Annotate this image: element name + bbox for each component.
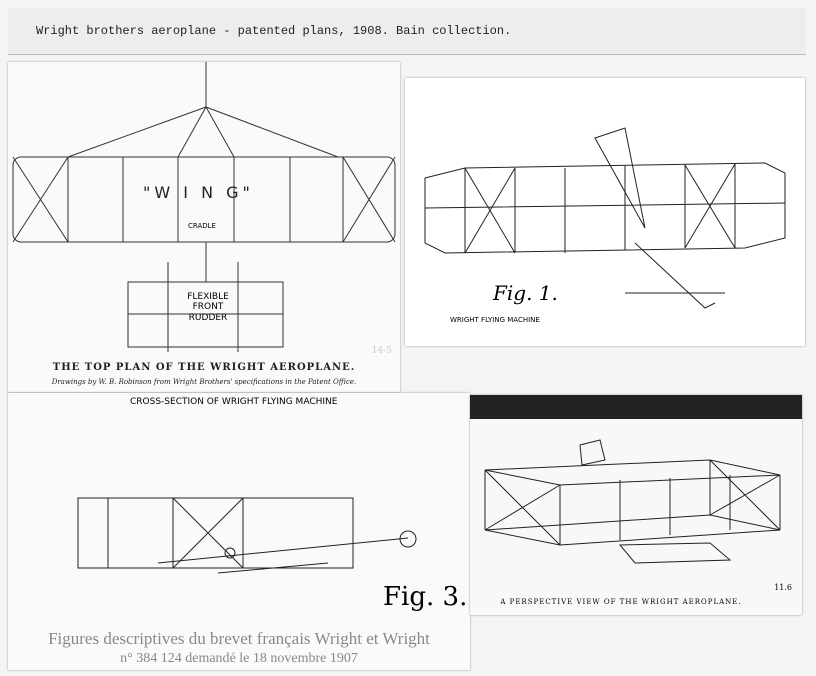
rudder-label: FLEXIBLE FRONT RUDDER	[187, 292, 229, 323]
top-plan-ref: 14-5	[371, 346, 392, 356]
top-plan-panel: "W I N G" CRADLE FLEXIBLE FRONT RUDDER T…	[8, 62, 400, 392]
perspective-drawing	[484, 439, 781, 564]
top-plan-credit: Drawings by W. B. Robinson from Wright B…	[51, 378, 357, 386]
cross-section-drawing	[77, 497, 417, 574]
collection-caption: Wright brothers aeroplane - patented pla…	[36, 24, 512, 38]
top-plan-drawing	[12, 62, 396, 352]
perspective-caption: A PERSPECTIVE VIEW OF THE WRIGHT AEROPLA…	[500, 598, 742, 606]
dark-band	[470, 395, 802, 419]
top-plan-title: THE TOP PLAN OF THE WRIGHT AEROPLANE.	[52, 362, 356, 373]
fig1-panel: Fig. 1. WRIGHT FLYING MACHINE	[405, 78, 805, 346]
fig1-caption: WRIGHT FLYING MACHINE	[450, 316, 540, 324]
cross-section-title: CROSS-SECTION OF WRIGHT FLYING MACHINE	[130, 397, 338, 407]
fig1-label: Fig. 1.	[493, 281, 558, 305]
cross-section-caption-2: n° 384 124 demandé le 18 novembre 1907	[120, 651, 358, 666]
wing-label: "W I N G"	[143, 183, 254, 202]
fig1-drawing	[424, 127, 786, 309]
perspective-ref: 11.6	[774, 583, 792, 592]
cross-section-panel: CROSS-SECTION OF WRIGHT FLYING MACHINE F…	[8, 393, 470, 670]
cross-section-caption-1: Figures descriptives du brevet français …	[48, 629, 430, 648]
cradle-label: CRADLE	[188, 222, 216, 230]
fig3-label: Fig. 3.	[383, 582, 468, 612]
collection-caption-strip: Wright brothers aeroplane - patented pla…	[8, 8, 806, 55]
perspective-panel: A PERSPECTIVE VIEW OF THE WRIGHT AEROPLA…	[470, 395, 802, 615]
